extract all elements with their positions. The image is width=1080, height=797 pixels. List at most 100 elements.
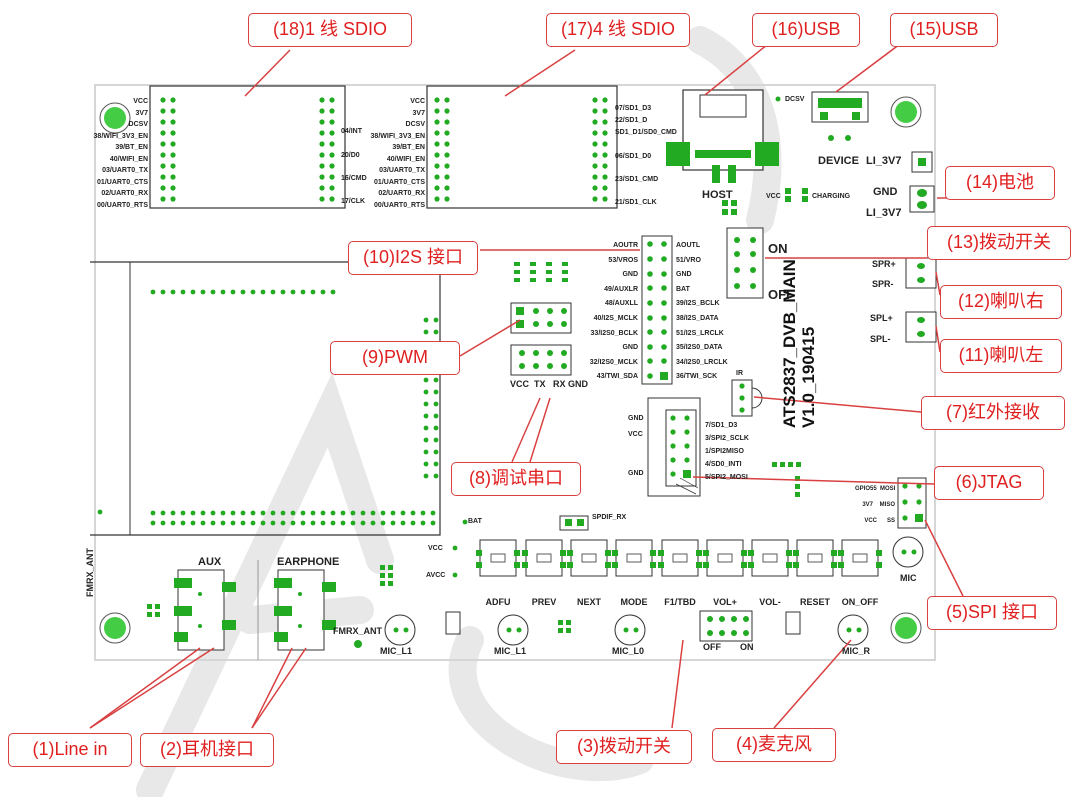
- mic-l1-label: MIC_L1: [494, 646, 527, 656]
- vcc-mid-label: VCC: [428, 545, 443, 552]
- spdif-label: SPDIF_RX: [592, 514, 627, 521]
- jtag-header: [647, 397, 701, 497]
- sdio1-left-pin-labels: VCC 3V7 DCSV 38/WIFI_3V3_EN 39/BT_EN 40/…: [88, 96, 148, 211]
- pin-label: 40/WIFI_EN: [109, 155, 148, 163]
- pin-label: 36/TWI_SCK: [676, 373, 718, 381]
- speaker-connectors: [905, 257, 937, 343]
- button-label-next: NEXT: [576, 597, 601, 607]
- pin-label: 01/UART0_CTS: [97, 178, 148, 186]
- mic-ribbons: [445, 611, 801, 635]
- ir-receiver: [731, 379, 763, 417]
- callout-jtag: (6)JTAG: [934, 466, 1044, 500]
- spl-plus-label: SPL+: [870, 313, 893, 323]
- pin-label: DCSV: [405, 121, 425, 128]
- pin-label: 01/UART0_CTS: [374, 178, 425, 186]
- pwm-header: [510, 302, 572, 334]
- pin-label: 7/SD1_D3: [705, 422, 738, 429]
- spr-minus-label: SPR-: [872, 279, 894, 289]
- jtag-pin-label: VCC: [628, 431, 643, 438]
- pin-label: SD1_D1/SD0_CMD: [615, 129, 677, 136]
- aux-label: AUX: [198, 556, 222, 568]
- sdio4-connector: [426, 85, 618, 209]
- callout-usb-15: (15)USB: [890, 13, 998, 47]
- pin-label: 00/UART0_RTS: [97, 201, 148, 209]
- bat-label: BAT: [468, 518, 482, 525]
- dcsv-label: DCSV: [785, 96, 805, 103]
- callout-spi: (5)SPI 接口: [927, 596, 1057, 630]
- callout-i2s: (10)I2S 接口: [348, 241, 478, 275]
- uart-pin-labels: VCC TX RX GND: [510, 379, 589, 389]
- callout-line-in: (1)Line in: [8, 733, 132, 767]
- mic-l1-label: MIC_L1: [380, 646, 413, 656]
- pin-label: VCC: [410, 98, 425, 105]
- battery-connector: [909, 151, 935, 213]
- switch-off-bottom-label: OFF: [703, 642, 721, 652]
- pin-label: 23/SD1_CMD: [615, 176, 659, 183]
- pin-label: 21/SD1_CLK: [615, 199, 657, 206]
- slide-switch-power: [726, 227, 764, 299]
- pcb-outline: [94, 84, 936, 661]
- callout-battery: (14)电池: [945, 166, 1055, 200]
- pin-label: 40/WIFI_EN: [386, 155, 425, 163]
- pin-label: 53/VROS: [608, 256, 638, 264]
- board-name: ATS2837_DVB_MAIN: [780, 259, 799, 428]
- earphone-jack: [274, 569, 336, 651]
- callout-debug-uart: (8)调试串口: [451, 462, 581, 496]
- board-version: V1.0_190415: [799, 326, 818, 428]
- slide-switch-bottom: [699, 610, 753, 642]
- pin-label: AOUTR: [613, 242, 638, 249]
- spl-minus-label: SPL-: [870, 334, 891, 344]
- button-label-prev: PREV: [531, 597, 557, 607]
- callout-usb-16: (16)USB: [752, 13, 860, 47]
- callout-earphone: (2)耳机接口: [140, 733, 274, 767]
- avcc-label: AVCC: [426, 572, 446, 579]
- pin-label: 02/UART0_RX: [378, 190, 425, 197]
- pin-label: VCC SS: [864, 518, 895, 524]
- gnd-label: GND: [873, 186, 898, 198]
- host-label: HOST: [702, 189, 733, 201]
- button-label-vol-down: VOL-: [759, 597, 781, 607]
- pin-label: 02/UART0_RX: [101, 190, 148, 197]
- pin-label: 07/SD1_D3: [615, 105, 652, 112]
- switch-on-label: ON: [768, 241, 788, 256]
- pin-label: 48/AUXLL: [604, 300, 638, 308]
- callout-microphone: (4)麦克风: [712, 728, 836, 762]
- uart-header: [510, 344, 572, 376]
- jtag-pin-label: GND: [628, 415, 644, 422]
- pin-label: 3V7: [412, 109, 425, 117]
- pin-label: 22/SD1_D: [615, 117, 648, 124]
- pin-label: 06/SD1_D0: [615, 153, 652, 160]
- pin-label: GND: [676, 271, 692, 279]
- pin-label: 3V7 MISO: [862, 502, 895, 508]
- pin-label: 4/SD0_INTI: [705, 461, 742, 468]
- aux-jack: [174, 569, 236, 651]
- pin-label: BAT: [676, 285, 690, 293]
- pin-label: 38/WIFI_3V3_EN: [370, 132, 425, 140]
- button-label-vol-up: VOL+: [713, 597, 737, 607]
- spi-header: [772, 462, 927, 529]
- spr-plus-label: SPR+: [872, 259, 896, 269]
- button-label-reset: RESET: [799, 597, 830, 607]
- pin-label: 43/TWI_SDA: [596, 373, 638, 381]
- pin-label: 39/BT_EN: [392, 144, 425, 151]
- button-label-f1-tbd: F1/TBD: [664, 597, 696, 607]
- pin-label: VCC: [133, 98, 148, 105]
- pin-label: 38/WIFI_3V3_EN: [93, 132, 148, 140]
- fmrx-ant-vertical-label: FMRX_ANT: [85, 548, 95, 597]
- button-label-adfu: ADFU: [485, 597, 511, 607]
- pin-label: 3/SPI2_SCLK: [705, 435, 749, 442]
- callout-sdio1: (18)1 线 SDIO: [248, 13, 412, 47]
- pin-label: GND: [622, 271, 638, 279]
- vcc-charging-label: VCC: [766, 193, 781, 200]
- callout-pwm: (9)PWM: [330, 341, 460, 375]
- pin-label: GND: [622, 344, 638, 352]
- i2s-right-pin-labels: AOUTL 51/VRO GND BAT 39/I2S_BCLK 38/I2S_…: [676, 239, 728, 385]
- misc-parts: [147, 565, 571, 633]
- pin-label: 51/VRO: [676, 256, 701, 264]
- pin-label: 39/I2S_BCLK: [676, 300, 720, 308]
- li-3v7-top-label: LI_3V7: [866, 155, 902, 167]
- pin-label: GPIO55 MOSI: [855, 486, 896, 492]
- pin-label: 17/CLK: [341, 198, 366, 205]
